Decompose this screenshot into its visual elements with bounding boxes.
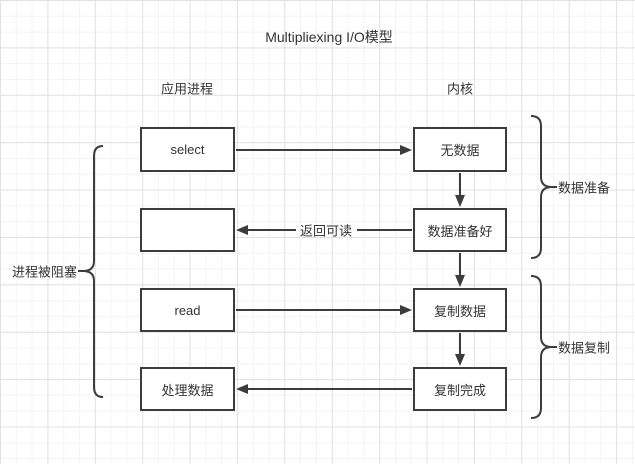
arrow-select-to-no-data (236, 145, 412, 155)
node-read: read (140, 288, 235, 332)
node-empty (140, 208, 235, 252)
node-process-data: 处理数据 (140, 367, 235, 411)
diagram-title: Multipliexing I/O模型 (265, 29, 393, 45)
node-select: select (140, 127, 235, 172)
brace-data-prepare (530, 115, 557, 259)
column-header-kernel: 内核 (446, 81, 474, 97)
arrow-data-ready-to-copy-data (455, 253, 465, 287)
node-copy-data: 复制数据 (413, 288, 507, 332)
brace-label-data-prepare: 数据准备 (558, 180, 611, 196)
brace-label-process-blocked: 进程被阻塞 (12, 264, 78, 280)
arrow-read-to-copy-data (236, 305, 412, 315)
node-data-ready: 数据准备好 (413, 208, 507, 252)
edge-label-return-readable: 返回可读 (299, 223, 353, 239)
brace-process-blocked (78, 145, 104, 398)
arrow-no-data-to-data-ready (455, 173, 465, 207)
column-header-app-process: 应用进程 (160, 81, 214, 97)
node-no-data: 无数据 (413, 127, 507, 172)
arrow-copy-done-to-process (236, 384, 412, 394)
brace-data-copy (530, 275, 557, 419)
brace-label-data-copy: 数据复制 (558, 340, 611, 356)
arrow-copy-data-to-copy-done (455, 333, 465, 366)
node-copy-done: 复制完成 (413, 367, 507, 411)
